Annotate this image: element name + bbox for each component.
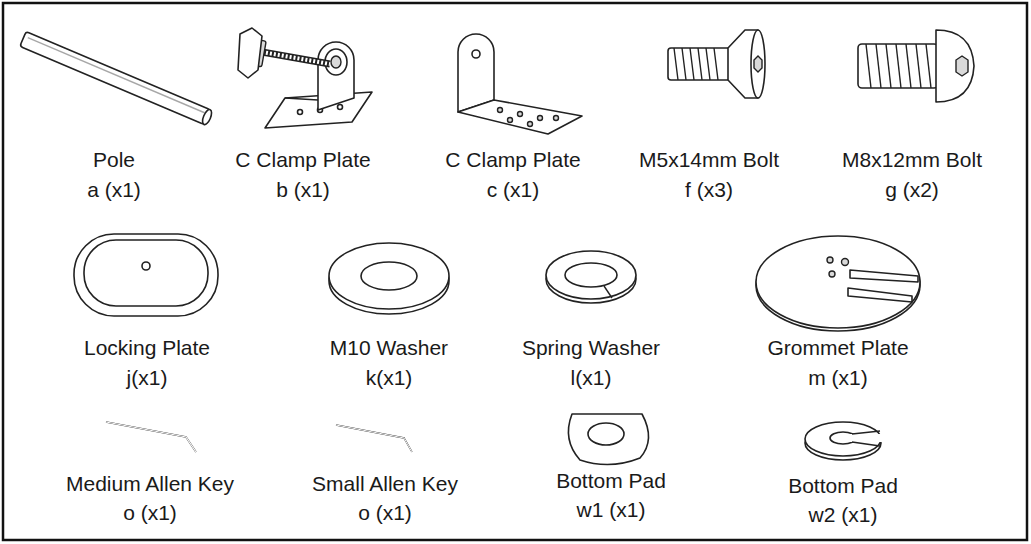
part-code: f (x3): [685, 177, 733, 203]
spring-washer-drawing: [546, 251, 636, 303]
bottom-pad-w1-drawing: [568, 414, 648, 465]
part-code: k(x1): [366, 365, 413, 391]
part-name: Small Allen Key: [312, 471, 458, 497]
bottom-pad-w2-drawing: [805, 422, 884, 460]
part-name: Spring Washer: [522, 335, 660, 361]
part-name: C Clamp Plate: [235, 147, 370, 173]
part-code: o (x1): [123, 500, 177, 526]
part-code: w1 (x1): [577, 497, 646, 523]
locking-plate-drawing: [74, 234, 218, 316]
part-name: C Clamp Plate: [445, 147, 580, 173]
clamp-plate-b-drawing: [238, 28, 372, 128]
m10-washer-drawing: [329, 243, 449, 314]
part-name: Grommet Plate: [767, 335, 908, 361]
part-name: Medium Allen Key: [66, 471, 234, 497]
part-name: Bottom Pad: [788, 473, 898, 499]
allen-key-drawing: [106, 422, 412, 452]
part-code: w2 (x1): [809, 502, 878, 528]
part-code: m (x1): [808, 365, 868, 391]
clamp-plate-c-drawing: [458, 34, 582, 134]
part-name: M5x14mm Bolt: [639, 147, 779, 173]
part-code: g (x2): [885, 177, 939, 203]
grommet-plate-drawing: [756, 236, 920, 331]
part-code: j(x1): [127, 365, 168, 391]
frame: [3, 3, 1027, 540]
part-name: Locking Plate: [84, 335, 210, 361]
part-code: o (x1): [358, 500, 412, 526]
part-name: Bottom Pad: [556, 468, 666, 494]
m8-bolt-drawing: [858, 30, 974, 102]
pole-drawing: [20, 32, 214, 126]
part-code: b (x1): [276, 177, 330, 203]
part-name: M8x12mm Bolt: [842, 147, 982, 173]
part-code: l(x1): [571, 365, 612, 391]
part-code: a (x1): [87, 177, 141, 203]
part-name: Pole: [93, 147, 135, 173]
part-name: M10 Washer: [330, 335, 448, 361]
part-code: c (x1): [487, 177, 540, 203]
m5-bolt-drawing: [668, 30, 765, 98]
